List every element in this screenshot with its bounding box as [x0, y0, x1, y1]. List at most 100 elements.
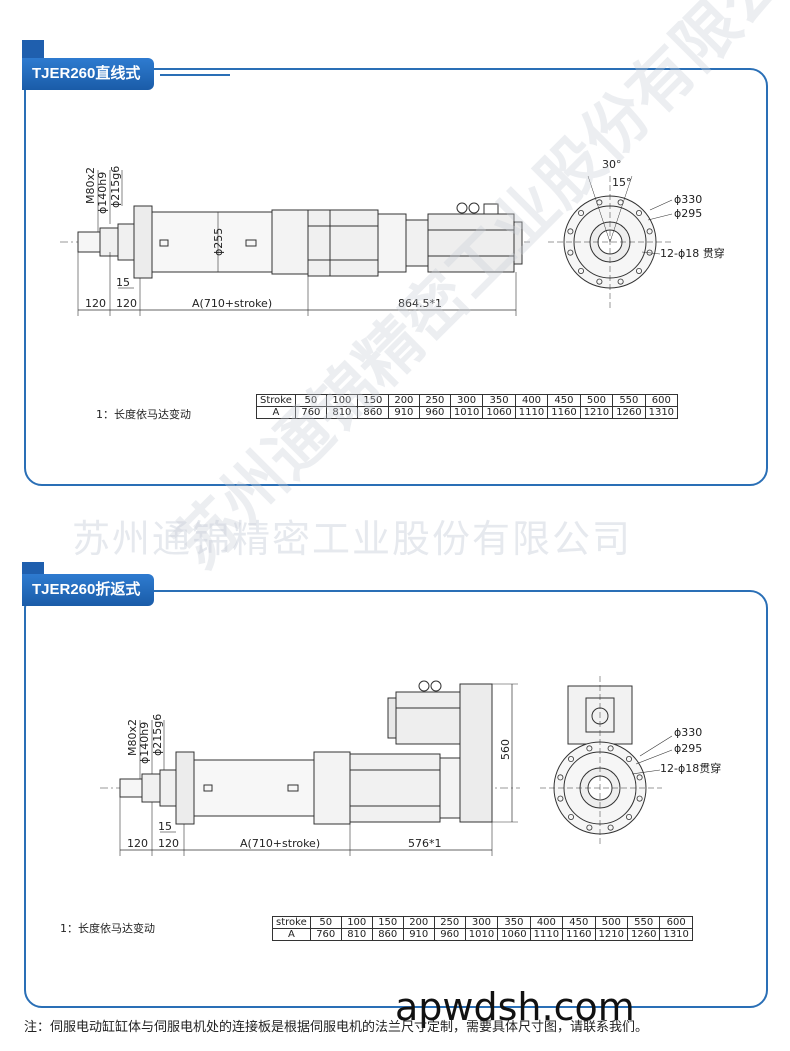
- dim-len-a: A(710+stroke): [240, 837, 320, 850]
- bolt-hole: [586, 745, 593, 752]
- bolt-hole: [636, 774, 643, 781]
- dim-len-motor: 864.5*1: [398, 297, 442, 310]
- dim-15: 15: [116, 276, 130, 289]
- dim-height: 560: [499, 739, 512, 760]
- note-inline: 1：长度依马达变动: [96, 408, 191, 421]
- bolt-hole: [646, 228, 653, 235]
- table-cell: 1010: [464, 928, 499, 941]
- dim-holes: 12-ϕ18贯穿: [660, 761, 721, 775]
- bolt-hole: [625, 813, 632, 820]
- bolt-hole: [578, 210, 585, 217]
- table-cell: 1010: [449, 406, 484, 419]
- tab-accent: [22, 40, 44, 62]
- table-cell: stroke: [272, 916, 311, 929]
- table-cell: 150: [371, 916, 404, 929]
- table-cell: 300: [464, 916, 499, 929]
- site-watermark: apwdsh.com: [395, 985, 635, 1029]
- dim-len1: 120: [85, 297, 106, 310]
- footer-note: 注：伺服电动缸缸体与伺服电机处的连接板是根据伺服电机的法兰尺寸定制，需要具体尺寸…: [24, 1020, 649, 1035]
- bolt-hole: [635, 210, 642, 217]
- table-cell: 1260: [626, 928, 661, 941]
- title-underline: [160, 74, 230, 76]
- table-cell: 400: [529, 916, 564, 929]
- dim-thread: M80x2: [126, 719, 139, 756]
- table-cell: 1110: [514, 406, 549, 419]
- dim-angle15: 15°: [612, 176, 632, 189]
- dim-len1: 120: [127, 837, 148, 850]
- bolt-hole: [607, 745, 614, 752]
- table-cell: 1060: [497, 928, 531, 941]
- table-cell: 760: [309, 928, 342, 941]
- title-underline: [160, 590, 230, 592]
- table-cell: 450: [562, 916, 596, 929]
- dim-d215: ϕ215g6: [109, 166, 122, 208]
- table-cell: 600: [659, 916, 693, 929]
- bolt-hole: [617, 199, 624, 206]
- bolt-hole: [636, 795, 643, 802]
- table-cell: 860: [371, 928, 404, 941]
- dim-thread: M80x2: [84, 167, 97, 204]
- table-cell: 910: [402, 928, 435, 941]
- table-cell: A: [272, 928, 311, 941]
- bolt-hole: [578, 267, 585, 274]
- dim-pcd-inner: ϕ295: [674, 742, 702, 755]
- table-cell: 1210: [594, 928, 629, 941]
- bolt-hole: [557, 795, 564, 802]
- dim-holes: 12-ϕ18 贯穿: [660, 246, 725, 260]
- watermark-company: 苏州通锦精密工业股份有限公司: [72, 517, 633, 561]
- table-cell: 1160: [547, 406, 581, 419]
- table-cell: 100: [340, 916, 373, 929]
- table-cell: 1060: [482, 406, 516, 419]
- dim-len-a: A(710+stroke): [192, 297, 272, 310]
- table-cell: 1310: [659, 928, 693, 941]
- dim-pcd-outer: ϕ330: [674, 726, 702, 739]
- title-inline: TJER260直线式: [22, 58, 155, 90]
- dim-len2: 120: [116, 297, 137, 310]
- table-cell: 350: [482, 394, 516, 407]
- bolt-hole: [568, 756, 575, 763]
- table-cell: A: [256, 406, 296, 419]
- table-cell: 1160: [562, 928, 596, 941]
- bolt-hole: [567, 249, 574, 256]
- table-cell: 500: [579, 394, 614, 407]
- table-cell: 500: [594, 916, 629, 929]
- bolt-hole: [625, 756, 632, 763]
- table-cell: 400: [514, 394, 549, 407]
- bolt-hole: [568, 813, 575, 820]
- dim-angle30: 30°: [602, 158, 622, 171]
- bolt-hole: [557, 774, 564, 781]
- dim-pcd-inner: ϕ295: [674, 207, 702, 220]
- dim-d140: ϕ140h9: [96, 172, 109, 214]
- table-cell: 960: [418, 406, 451, 419]
- bolt-hole: [635, 267, 642, 274]
- table-cell: 1310: [644, 406, 679, 419]
- table-cell: 1210: [579, 406, 614, 419]
- table-cell: 550: [612, 394, 646, 407]
- table-cell: 450: [547, 394, 581, 407]
- table-cell: 960: [433, 928, 466, 941]
- bolt-hole: [596, 199, 603, 206]
- table-cell: 50: [309, 916, 342, 929]
- dim-15: 15: [158, 820, 172, 833]
- bolt-hole: [646, 249, 653, 256]
- dim-pcd-outer: ϕ330: [674, 193, 702, 206]
- table-cell: 350: [497, 916, 531, 929]
- table-cell: 1260: [612, 406, 646, 419]
- table-cell: 910: [387, 406, 420, 419]
- dim-d215: ϕ215g6: [151, 714, 164, 756]
- dim-d140: ϕ140h9: [138, 722, 151, 764]
- table-cell: 1110: [529, 928, 564, 941]
- bolt-hole: [567, 228, 574, 235]
- dim-len2: 120: [158, 837, 179, 850]
- table-cell: 300: [449, 394, 484, 407]
- drawing-folded: M80x2 ϕ140h9 ϕ215g6 560 15 120 120 A(710…: [100, 676, 721, 856]
- dim-d255: ϕ255: [212, 228, 225, 256]
- bolt-hole: [596, 278, 603, 285]
- table-cell: 600: [644, 394, 679, 407]
